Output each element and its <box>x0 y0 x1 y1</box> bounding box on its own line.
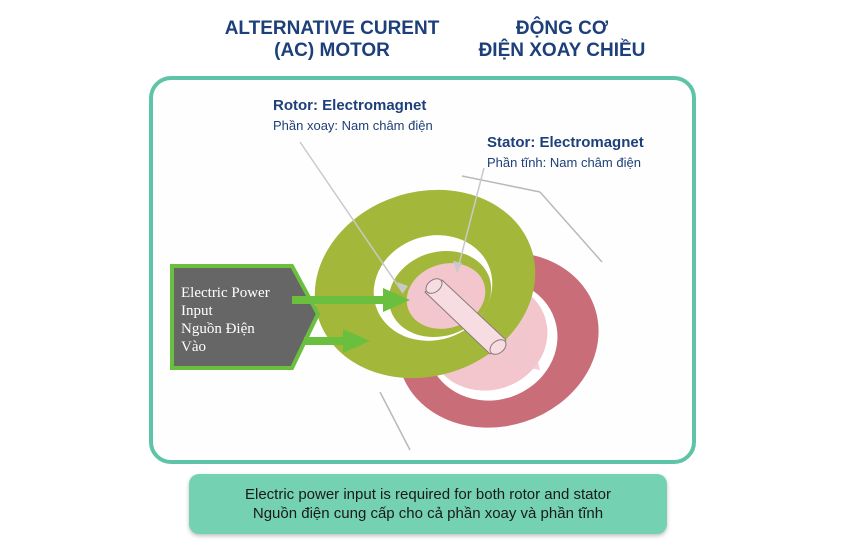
power-input-line1: Electric Power <box>181 285 270 301</box>
title-vietnamese: ĐỘNG CƠ ĐIỆN XOAY CHIỀU <box>452 18 672 62</box>
power-arrow-rotor-head <box>383 288 410 312</box>
power-input-line2: Input <box>181 303 213 319</box>
shaft-end <box>425 278 443 294</box>
cylinder-top-edge <box>461 175 541 193</box>
title-english: ALTERNATIVE CURENT (AC) MOTOR <box>222 18 442 62</box>
title-english-line2: (AC) MOTOR <box>274 40 390 61</box>
rotor-pointer-head <box>397 282 408 293</box>
stator-pointer <box>456 167 485 273</box>
power-input-line4: Vào <box>181 339 206 355</box>
stator-label-subtitle: Phần tĩnh: Nam châm điện <box>487 155 641 170</box>
caption-box: Electric power input is required for bot… <box>189 474 667 534</box>
title-english-line1: ALTERNATIVE CURENT <box>224 18 440 39</box>
rotor-label-title: Rotor: Electromagnet <box>273 97 427 114</box>
rotor-pointer <box>299 141 404 294</box>
rotor-label-subtitle: Phần xoay: Nam châm điện <box>273 118 433 133</box>
caption-line1: Electric power input is required for bot… <box>244 486 611 503</box>
cylinder-right-edge <box>539 191 603 263</box>
power-input-line3: Nguồn Điện <box>181 321 255 337</box>
caption-line2: Nguồn điện cung cấp cho cả phần xoay và … <box>252 505 604 522</box>
power-arrow-stator-head <box>343 329 370 353</box>
power-input-label: Electric Power Input Nguồn Điện Vào <box>181 284 311 356</box>
shaft-tip <box>489 339 507 355</box>
cylinder-bottom-edge <box>379 391 411 451</box>
title-vietnamese-line2: ĐIỆN XOAY CHIỀU <box>478 40 646 61</box>
stator-pointer-head <box>453 261 462 272</box>
title-vietnamese-line1: ĐỘNG CƠ <box>515 18 609 39</box>
stator-label-title: Stator: Electromagnet <box>487 134 644 151</box>
